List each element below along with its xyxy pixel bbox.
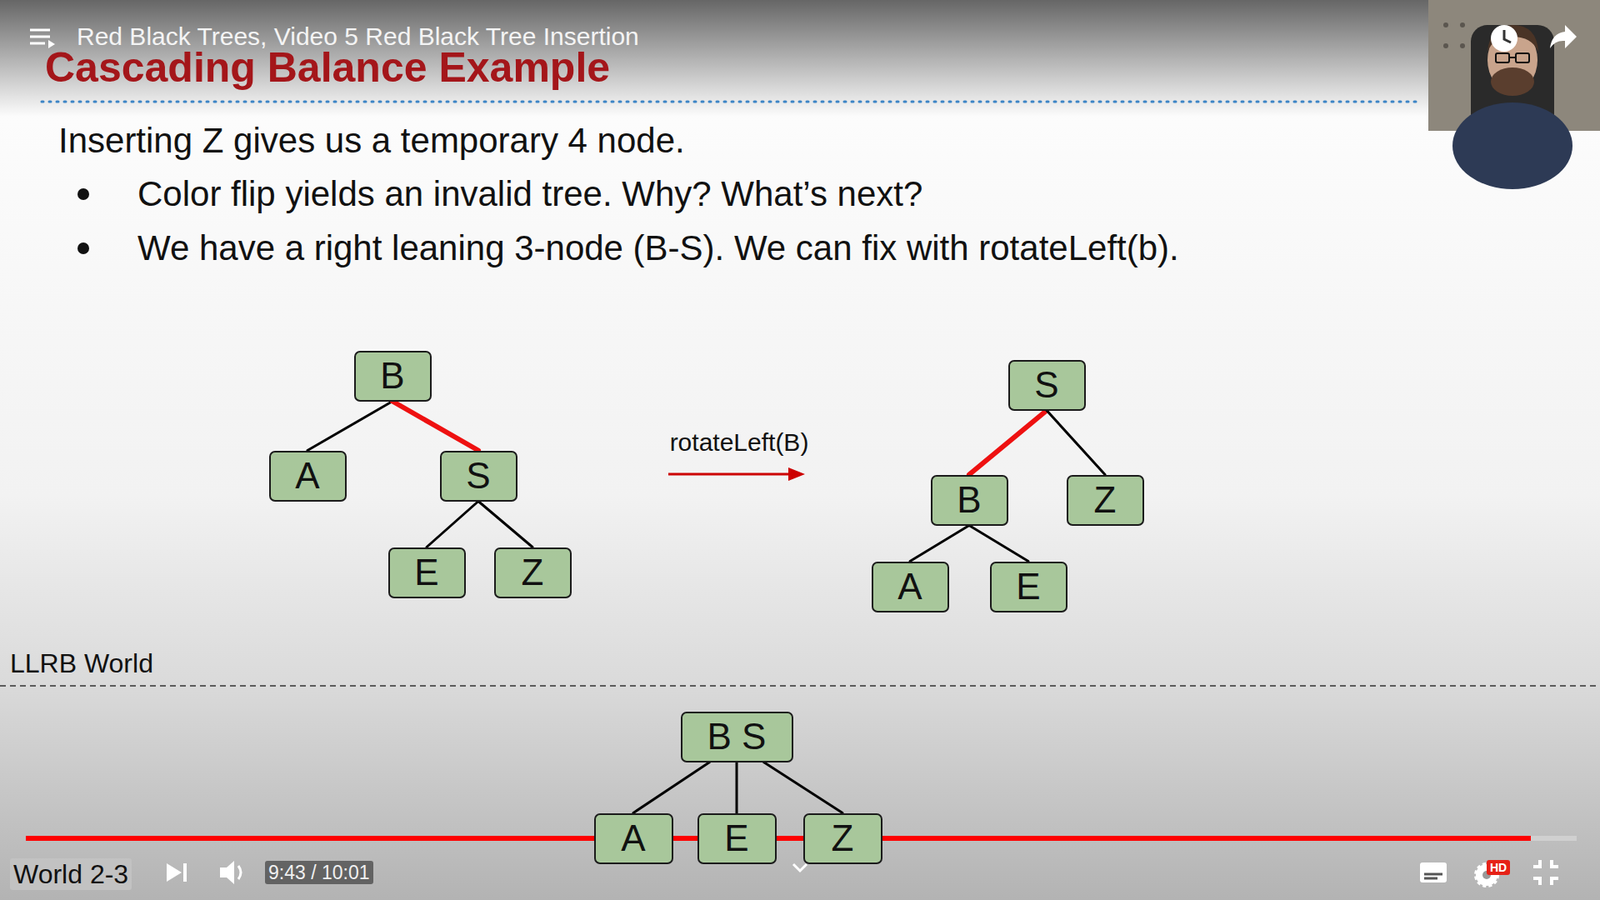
bullet-text: We have a right leaning 3-node (B-S). We… xyxy=(137,228,1180,269)
tree-link xyxy=(633,762,710,814)
node-key: A xyxy=(620,820,645,857)
node-key: B xyxy=(380,357,405,395)
shirt xyxy=(1452,102,1573,190)
clock-face xyxy=(1490,25,1518,52)
subtitle-line xyxy=(1424,873,1443,876)
tree-link xyxy=(910,525,970,562)
arrow-head xyxy=(788,467,805,481)
corner xyxy=(1551,860,1559,867)
dotted-rule xyxy=(41,100,1419,104)
webcam-view xyxy=(1428,0,1600,190)
tree-node: Z xyxy=(1066,475,1145,526)
tree-link xyxy=(426,501,479,548)
time-display: 9:43 / 10:01 xyxy=(265,860,374,885)
slide-title: Cascading Balance Example xyxy=(45,44,610,93)
node-key: S xyxy=(1034,366,1059,404)
slide-text: Inserting Z gives us a temporary 4 node. xyxy=(58,120,685,161)
tree-node: S xyxy=(440,450,518,502)
tree-node: Z xyxy=(803,813,883,865)
tree-link xyxy=(735,762,739,814)
glasses-lens xyxy=(1495,53,1510,63)
node-key: A xyxy=(295,457,320,495)
node-key: Z xyxy=(521,554,545,591)
sound-wave xyxy=(238,865,241,880)
chevron-icon xyxy=(793,864,807,871)
next-bar xyxy=(183,863,187,882)
tree-link xyxy=(392,401,479,451)
bullet-dot xyxy=(77,242,90,255)
node-key: B xyxy=(956,481,981,519)
corner xyxy=(1551,878,1559,885)
fullscreen-exit-icon xyxy=(1533,860,1559,885)
bullet-text: Color flip yields an invalid tree. Why? … xyxy=(137,174,923,215)
tree-node: E xyxy=(990,561,1068,613)
tree-node: A xyxy=(871,561,950,613)
tree-node: B xyxy=(930,475,1009,526)
tree-node: A xyxy=(269,450,347,502)
next-icon xyxy=(166,863,187,882)
node-key: Z xyxy=(1094,481,1117,519)
tree-node: E xyxy=(697,813,777,865)
tree-node: Z xyxy=(494,547,572,599)
share-icon xyxy=(1550,25,1577,49)
glasses-lens xyxy=(1515,53,1530,63)
subtitle-line xyxy=(1424,877,1438,880)
pegboard-hole xyxy=(1443,22,1449,28)
tree-node: A xyxy=(594,813,674,865)
node-key: E xyxy=(1015,568,1040,605)
tree-link xyxy=(307,401,393,451)
subtitles-icon xyxy=(1420,862,1447,883)
menu-bar xyxy=(30,29,50,32)
pegboard-hole xyxy=(1443,43,1449,49)
subtitle-box xyxy=(1420,862,1447,883)
player-top-shade xyxy=(0,0,1600,117)
progress-played xyxy=(25,835,1531,841)
bullet-dot xyxy=(77,188,90,200)
video-title: Red Black Trees, Video 5 Red Black Tree … xyxy=(76,22,640,52)
watch-later-icon xyxy=(1490,25,1518,52)
operation-label: rotateLeft(B) xyxy=(670,428,810,458)
corner xyxy=(1533,860,1540,867)
tree-node: B S xyxy=(680,711,794,763)
glasses-bridge xyxy=(1509,56,1516,59)
tree-node: S xyxy=(1008,360,1086,411)
transform-arrow xyxy=(668,473,794,476)
pegboard-hole xyxy=(1460,22,1465,28)
clock-hands xyxy=(1504,30,1511,43)
pegboard-hole xyxy=(1460,43,1465,49)
tree-link xyxy=(969,525,1029,562)
tree-link xyxy=(969,410,1047,475)
tree-link xyxy=(478,501,533,548)
progress-remaining xyxy=(1530,835,1577,841)
section-label: World 2-3 xyxy=(10,858,132,891)
speaker xyxy=(220,860,235,885)
tree-link xyxy=(1046,410,1105,475)
menu-bar xyxy=(30,35,50,39)
node-key: E xyxy=(414,554,439,591)
section-label: LLRB World xyxy=(10,648,154,680)
node-key: A xyxy=(897,568,922,605)
tree-node: E xyxy=(388,547,466,599)
node-key: Z xyxy=(831,820,855,857)
node-key: E xyxy=(724,820,749,857)
hd-badge: HD xyxy=(1486,860,1510,875)
node-key: B S xyxy=(707,718,767,755)
corner xyxy=(1533,878,1540,885)
node-key: S xyxy=(465,457,490,495)
dashed-divider xyxy=(0,685,1600,687)
hair xyxy=(1487,25,1539,52)
tree-node: B xyxy=(354,350,432,402)
beard xyxy=(1490,67,1535,96)
tree-link xyxy=(763,762,843,814)
menu-bar xyxy=(30,42,45,45)
volume-icon xyxy=(220,860,241,885)
next-triangle xyxy=(166,863,182,882)
